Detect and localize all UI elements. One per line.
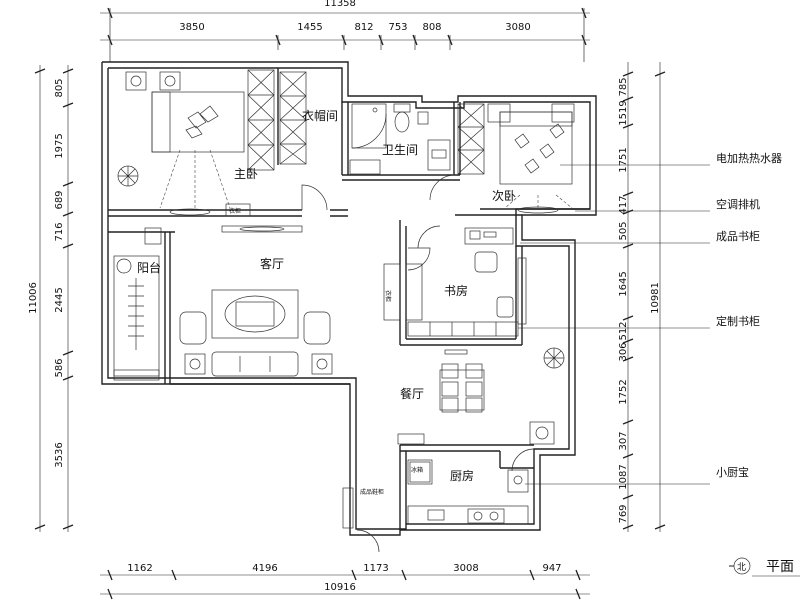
shoe-cabinet-label: 成品鞋柜: [360, 488, 384, 496]
left-dim-5: 2445: [54, 287, 65, 312]
right-dim-3: 1751: [618, 147, 629, 172]
room-kitchen: 厨房: [450, 468, 474, 483]
note-kitchen-treasure: 小厨宝: [716, 465, 749, 479]
right-dim-1: 785: [618, 77, 629, 96]
top-overall-dim: 11358: [324, 0, 356, 9]
bottom-dim-3: 1173: [363, 563, 388, 574]
right-dim-12: 769: [618, 504, 629, 523]
dining-table: [439, 369, 485, 411]
left-dimension-chain: 11006 805 1975 689 716 2445 586 3536: [28, 65, 74, 532]
walls: [101, 61, 597, 536]
top-dim-4: 753: [388, 22, 407, 33]
bottom-dimension-chain: 1162 4196 1173 3008 947 10916: [100, 563, 590, 600]
note-ac-unit: 空调排机: [716, 197, 760, 211]
toilet-tank: [393, 103, 411, 113]
left-overall-dim: 11006: [28, 282, 39, 314]
kitchen-sink: [507, 469, 529, 493]
coffee-table: [235, 301, 275, 327]
room-bathroom: 卫生间: [382, 143, 418, 157]
custom-bookcase: [407, 321, 519, 337]
room-living: 客厅: [260, 256, 284, 271]
side-table-left: [184, 353, 206, 375]
furniture: 衣柜: [113, 69, 575, 529]
left-dim-7: 3536: [54, 442, 65, 467]
room-dining: 餐厅: [400, 386, 424, 401]
top-dim-3: 812: [354, 22, 373, 33]
nightstand-left: [125, 71, 147, 91]
sofa: [211, 351, 299, 377]
stove: [467, 508, 505, 524]
right-dim-11: 1087: [618, 464, 629, 489]
master-bed: [151, 91, 245, 153]
left-dim-2: 1975: [54, 133, 65, 158]
coffee-table-area: [211, 289, 299, 339]
note-water-heater: 电加热热水器: [716, 152, 782, 165]
left-dim-3: 689: [54, 190, 65, 209]
bath-cabinet: [349, 159, 381, 175]
right-dimension-chain: 785 1519 1751 417 505 1645 512 306 1752 …: [618, 62, 666, 532]
plan-title-text: 平面: [766, 559, 794, 575]
bottom-dim-5: 947: [542, 563, 561, 574]
room-second-bedroom: 次卧: [492, 189, 516, 203]
annotations: 电加热热水器 空调排机 成品书柜 定制书柜 小厨宝: [518, 152, 782, 485]
right-dim-6: 1645: [618, 271, 629, 296]
room-balcony: 阳台: [137, 260, 161, 275]
wardrobe-second: [457, 103, 485, 175]
shoe-cabinet: [342, 487, 354, 529]
right-overall-dim: 10981: [650, 282, 661, 314]
armchair-left: [179, 311, 207, 345]
right-dim-4: 417: [618, 195, 629, 214]
right-dim-7: 512: [618, 321, 629, 340]
top-dim-1: 3850: [179, 22, 204, 33]
ready-bookcase: [517, 257, 527, 325]
kitchen-counter: [407, 505, 529, 525]
note-ready-bookcase: 成品书柜: [716, 230, 760, 243]
room-cloakroom: 衣帽间: [302, 108, 338, 123]
right-dim-8: 306: [618, 342, 629, 361]
room-master-bedroom: 主卧: [234, 167, 258, 181]
washing-machine: [529, 421, 555, 445]
plan-title: 北 平面: [729, 557, 800, 577]
top-dim-6: 3080: [505, 22, 530, 33]
nightstand-right: [159, 71, 181, 91]
wardrobe-label-2: 衣柜: [384, 290, 392, 302]
toilet: [394, 111, 410, 133]
side-table-right: [311, 353, 333, 375]
right-dim-9: 1752: [618, 379, 629, 404]
top-dim-5: 808: [422, 22, 441, 33]
wash-basin: [427, 139, 451, 171]
north-label: 北: [737, 562, 746, 573]
armchair-right: [303, 311, 331, 345]
room-study: 书房: [444, 283, 468, 298]
bottom-dim-4: 3008: [453, 563, 478, 574]
study-chair: [474, 251, 498, 273]
left-dim-6: 586: [54, 358, 65, 377]
plant-balcony: [116, 258, 132, 274]
fridge-label: 冰箱: [411, 466, 423, 474]
top-dim-2: 1455: [297, 22, 322, 33]
note-custom-bookcase: 定制书柜: [716, 314, 760, 328]
left-dim-4: 716: [54, 222, 65, 241]
room-labels: 主卧 衣帽间 卫生间 次卧 客厅 阳台 书房 餐厅 厨房: [137, 108, 516, 483]
bottom-dim-1: 1162: [127, 563, 152, 574]
study-desk: [464, 227, 514, 245]
cloak-cabinet: [279, 71, 307, 165]
fridge: [407, 459, 433, 485]
bottom-dim-2: 4196: [252, 563, 277, 574]
right-dim-10: 307: [618, 431, 629, 450]
bottom-overall-dim: 10916: [324, 582, 356, 593]
doors: [301, 174, 535, 553]
left-dim-1: 805: [54, 78, 65, 97]
right-dim-5: 505: [618, 221, 629, 240]
wardrobe-label-1: 衣柜: [229, 207, 241, 215]
shower: [351, 103, 387, 149]
second-bed: [499, 111, 573, 185]
top-dimension-chain: 11358 3850 1455 812 753 808 3080: [100, 0, 590, 62]
right-dim-2: 1519: [618, 100, 629, 125]
